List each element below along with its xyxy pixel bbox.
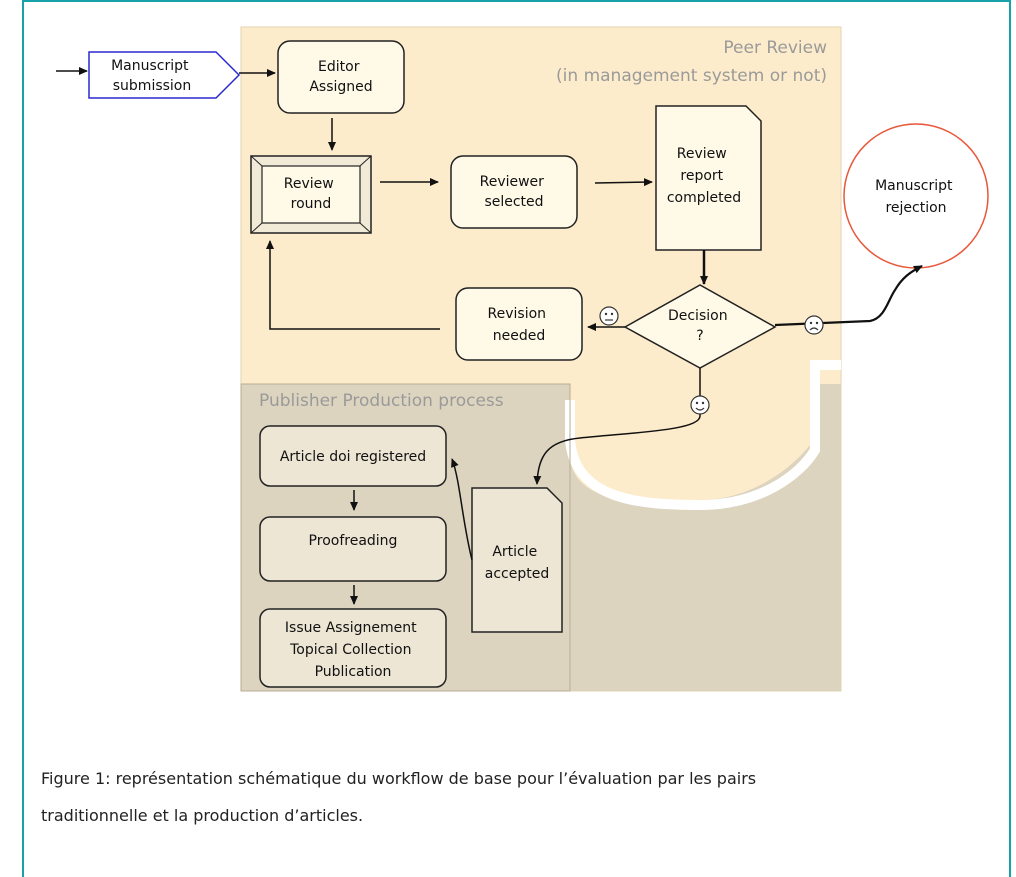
peer-review-subtitle: (in management system or not) [556, 66, 827, 86]
acceptance-region-edge [565, 360, 841, 511]
review-round-label: Review round [284, 176, 338, 212]
submission-label-line2: submission [113, 78, 192, 94]
issue-label-line3: Publication [315, 664, 392, 680]
review-round-label-line1: Review [284, 176, 334, 192]
submission-label-line1: Manuscript [111, 58, 189, 74]
issue-label: Issue Assignement Topical Collection Pub… [285, 620, 421, 680]
rejection-node [843, 123, 989, 269]
review-report-label-line1: Review [677, 146, 727, 162]
revision-label-line2: needed [493, 328, 546, 344]
reviewer-selected-label-line2: selected [484, 194, 543, 210]
review-round-inner-frame [261, 165, 361, 224]
proofreading-label: Proofreading [309, 533, 398, 549]
caption-line-2: traditionnelle et la production d’articl… [41, 806, 364, 825]
submission-node [88, 51, 241, 99]
issue-label-line2: Topical Collection [289, 642, 411, 658]
figure-caption: Figure 1: représentation schématique du … [41, 760, 981, 834]
rejection-label-line2: rejection [885, 200, 946, 216]
decision-node [623, 284, 777, 369]
accepted-label-line2: accepted [485, 566, 549, 582]
revision-node [455, 287, 583, 361]
neutral-face-icon [599, 306, 619, 326]
production-title: Publisher Production process [259, 391, 504, 411]
arrow-accepted-doi [451, 458, 473, 561]
acceptance-region [570, 384, 841, 691]
arrow-revision-round [266, 240, 440, 330]
accepted-node [471, 487, 563, 633]
rejection-label: Manuscript rejection [875, 178, 957, 216]
accepted-label: Article accepted [485, 544, 549, 582]
editor-label-line1: Editor [318, 59, 360, 75]
editor-node [277, 40, 405, 114]
arrow-decision-rejection [774, 265, 923, 327]
happy-face-icon [690, 395, 710, 415]
review-report-label-line3: completed [667, 190, 741, 206]
accepted-label-line1: Article [492, 544, 537, 560]
reviewer-selected-label-line1: Reviewer [480, 174, 545, 190]
editor-label: Editor Assigned [309, 59, 372, 95]
issue-label-line1: Issue Assignement [285, 620, 417, 636]
reviewer-selected-node [450, 155, 578, 229]
review-round-label-line2: round [291, 196, 332, 212]
revision-label: Revision needed [488, 306, 551, 344]
workflow-diagram: Peer Review (in management system or not… [56, 26, 989, 692]
revision-label-line1: Revision [488, 306, 547, 322]
editor-label-line2: Assigned [309, 79, 372, 95]
decision-label-line1: Decision [668, 308, 728, 324]
review-report-node [655, 105, 762, 251]
reviewer-selected-label: Reviewer selected [480, 174, 549, 210]
rejection-label-line1: Manuscript [875, 178, 953, 194]
peer-review-title: Peer Review [723, 38, 827, 58]
doi-label: Article doi registered [280, 449, 426, 465]
sad-face-icon [804, 315, 824, 335]
decision-label: Decision ? [668, 308, 732, 344]
review-report-label-line2: report [680, 168, 723, 184]
caption-line-1: Figure 1: représentation schématique du … [41, 769, 757, 788]
decision-label-line2: ? [696, 328, 703, 344]
submission-label: Manuscript submission [111, 58, 193, 94]
arrow-reviewer-report [594, 178, 653, 187]
issue-node [259, 608, 447, 688]
doi-node [259, 425, 447, 487]
figure-frame [22, 0, 1011, 877]
arrow-decision-accepted [533, 368, 701, 485]
review-report-label: Review report completed [667, 146, 741, 206]
proofreading-node [259, 516, 447, 582]
